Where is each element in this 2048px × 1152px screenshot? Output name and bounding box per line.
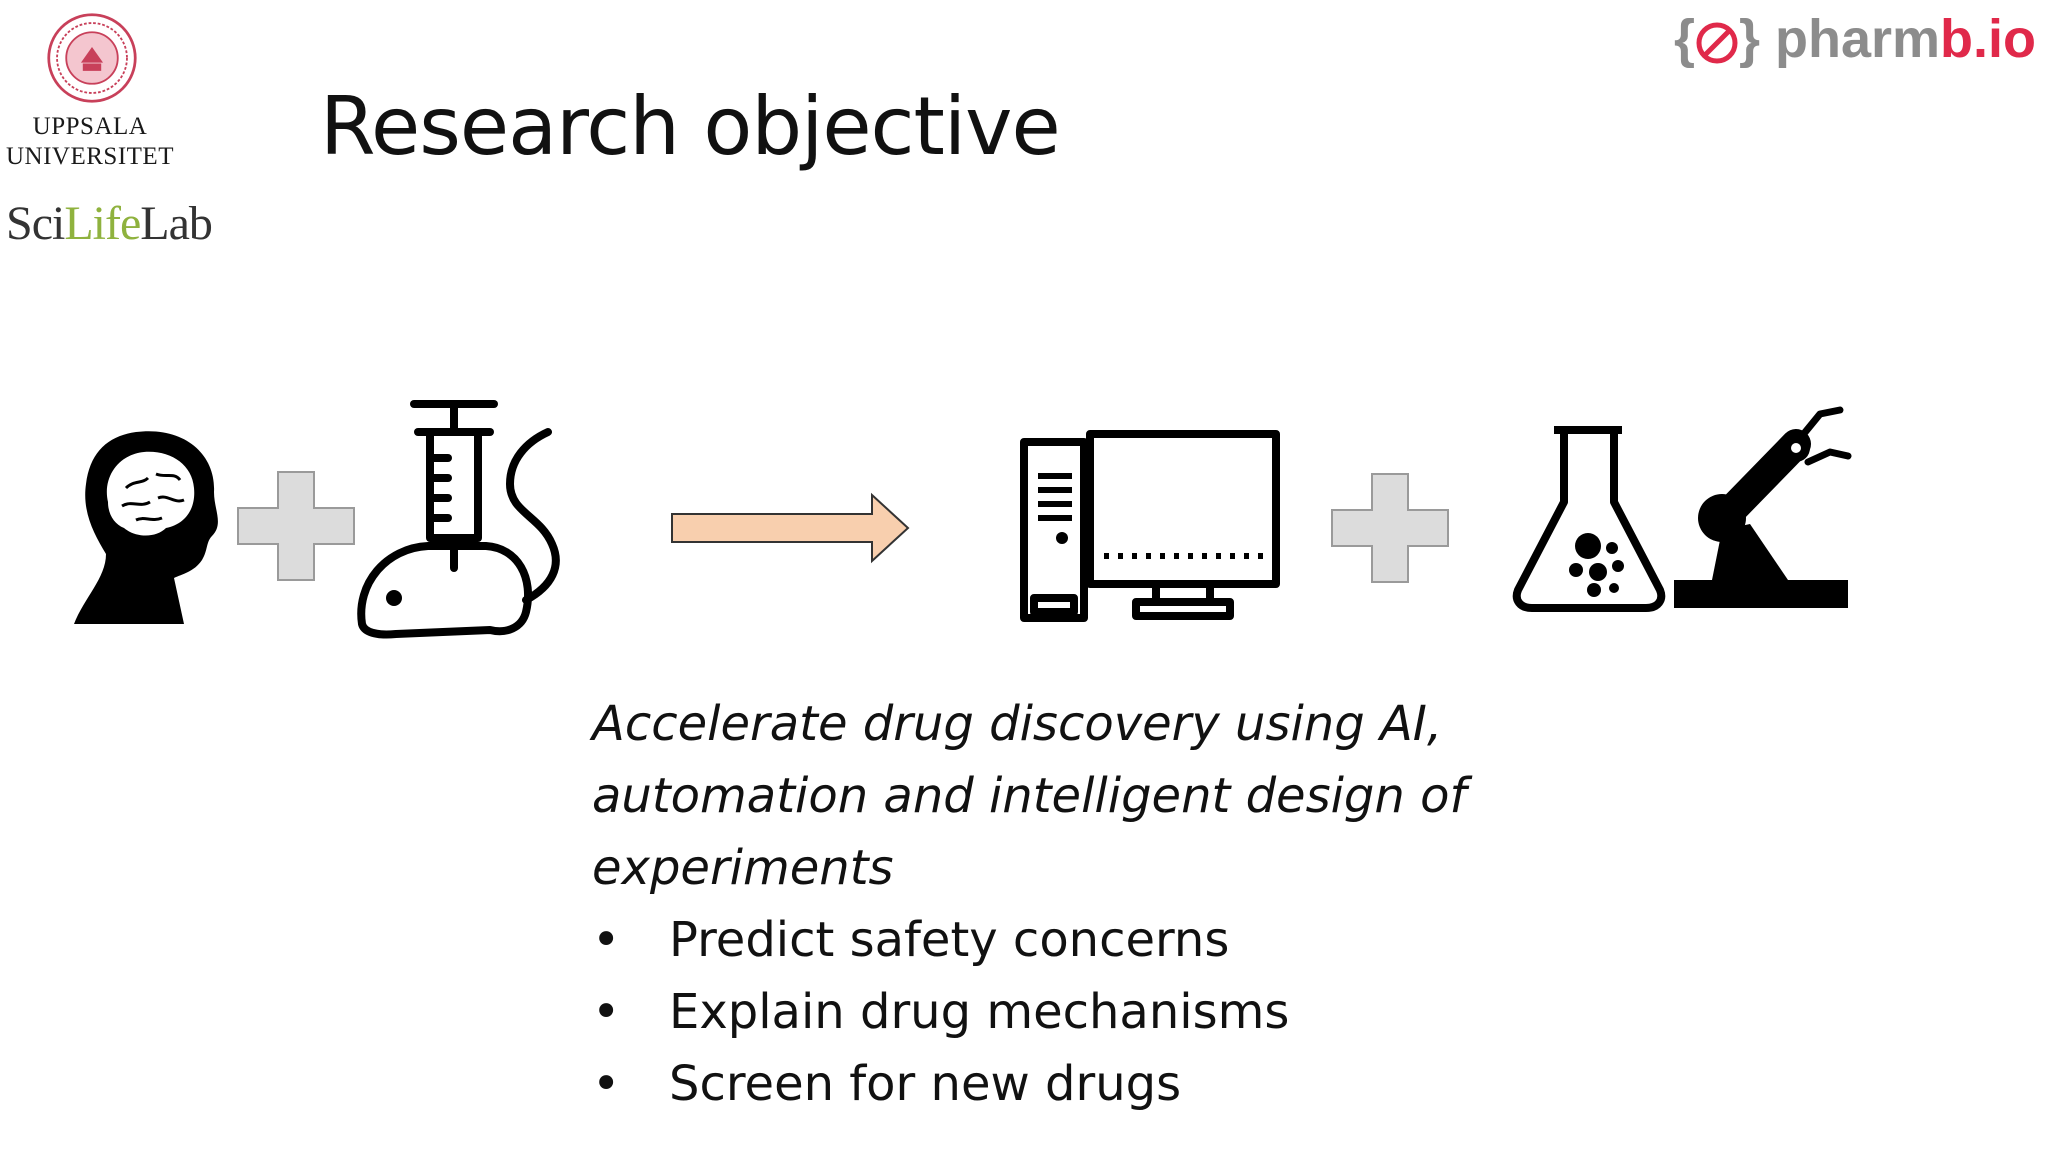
list-item: • Explain drug mechanisms bbox=[592, 976, 1492, 1048]
syringe-mouse-icon bbox=[357, 400, 560, 639]
uppsala-seal-logo bbox=[47, 13, 137, 103]
computer-icon bbox=[1020, 430, 1280, 622]
universitet-line: UNIVERSITET bbox=[6, 143, 174, 170]
bullet-marker: • bbox=[592, 912, 621, 968]
scilifelab-life: Life bbox=[64, 197, 141, 250]
pill-icon bbox=[1696, 22, 1738, 64]
uppsala-line: UPPSALA bbox=[32, 113, 148, 140]
flask-icon bbox=[1512, 426, 1666, 612]
pharmbio-pharm: pharm bbox=[1759, 9, 1941, 69]
pharmbio-bio: b.io bbox=[1940, 9, 2036, 69]
objective-text: Accelerate drug discovery using AI, auto… bbox=[592, 696, 1467, 896]
bullet-text: Screen for new drugs bbox=[669, 1056, 1182, 1112]
arrow-icon bbox=[671, 492, 910, 564]
objective-block: Accelerate drug discovery using AI, auto… bbox=[592, 688, 1492, 1120]
scilifelab-logo: SciLifeLab bbox=[6, 196, 213, 251]
bullet-marker: • bbox=[592, 1056, 621, 1112]
pharmbio-brace-close: } bbox=[1738, 9, 1760, 69]
list-item: • Predict safety concerns bbox=[592, 904, 1492, 976]
list-item: • Screen for new drugs bbox=[592, 1048, 1492, 1120]
pharmbio-brace-open: { bbox=[1673, 9, 1695, 69]
plus-icon bbox=[1331, 473, 1449, 583]
uppsala-wordmark: UPPSALA UNIVERSITET bbox=[0, 112, 180, 172]
pharmbio-logo: {} pharmb.io bbox=[1674, 8, 2036, 70]
bullet-text: Explain drug mechanisms bbox=[669, 984, 1290, 1040]
bullet-marker: • bbox=[592, 984, 621, 1040]
plus-icon bbox=[237, 471, 355, 581]
objective-bullets: • Predict safety concerns • Explain drug… bbox=[592, 904, 1492, 1120]
scilifelab-sci: Sci bbox=[6, 197, 65, 250]
scilifelab-lab: Lab bbox=[140, 197, 213, 250]
bullet-text: Predict safety concerns bbox=[669, 912, 1230, 968]
head-icon bbox=[74, 431, 218, 624]
robot-arm-icon bbox=[1674, 406, 1852, 608]
slide-title: Research objective bbox=[320, 80, 1061, 173]
